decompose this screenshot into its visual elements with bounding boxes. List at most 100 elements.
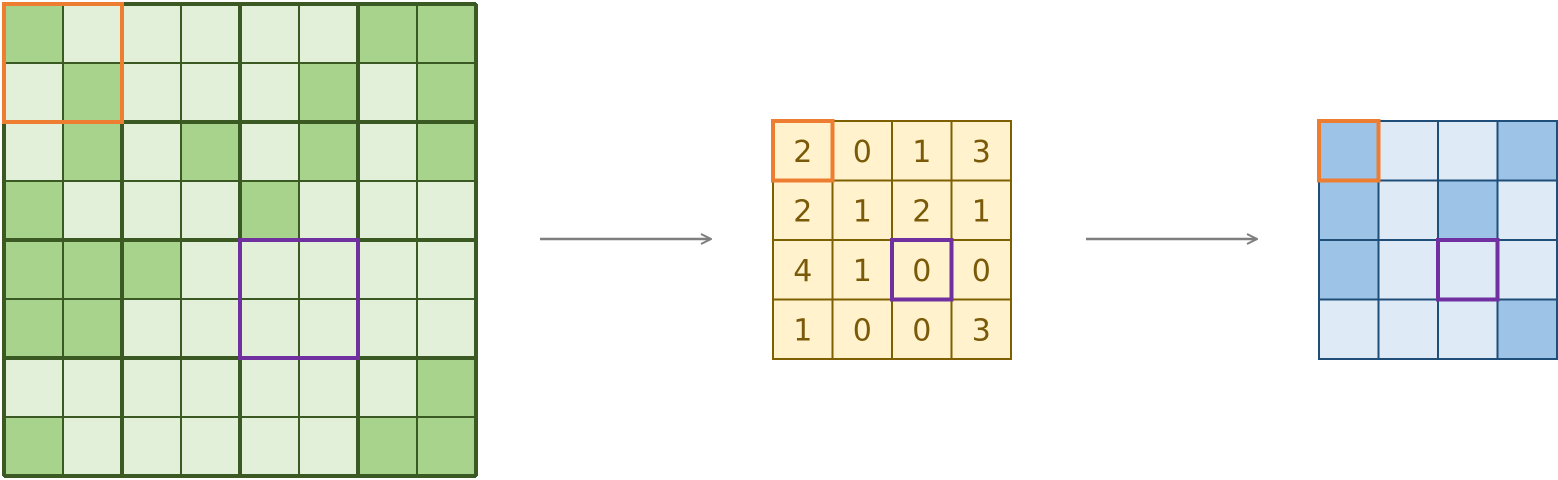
output-cell [1318,239,1380,301]
input-cell [239,298,300,359]
input-cell [180,298,241,359]
input-cell [416,239,477,300]
count-cell [891,179,953,241]
count-value: 1 [793,313,812,348]
count-value: 2 [793,135,812,170]
input-cell [298,239,359,300]
output-grid [1317,119,1558,360]
input-cell [239,62,300,123]
count-cell [950,239,1012,301]
input-cell [357,3,418,64]
input-cell [357,180,418,241]
input-cell [62,357,123,418]
output-cell [1318,120,1380,182]
input-cell [3,121,64,182]
output-cell [1377,298,1439,360]
count-value: 3 [972,313,991,348]
count-value: 1 [912,135,931,170]
input-cell [121,357,182,418]
input-cell [416,357,477,418]
output-cell [1496,179,1558,241]
count-value: 1 [972,194,991,229]
input-cell [62,121,123,182]
count-cell [950,179,1012,241]
output-cell [1377,120,1439,182]
input-cell [3,239,64,300]
input-cell [180,239,241,300]
count-value: 2 [912,194,931,229]
count-value: 0 [853,135,872,170]
input-cell [62,62,123,123]
input-cell [357,416,418,477]
input-cell [180,121,241,182]
output-cell [1377,179,1439,241]
count-cell [772,298,834,360]
input-highlight-orange [2,2,124,124]
count-cell [950,298,1012,360]
count-value: 4 [793,254,812,289]
count-value: 0 [912,254,931,289]
count-value: 0 [912,313,931,348]
input-cell [239,3,300,64]
input-cell [62,416,123,477]
input-cell [180,62,241,123]
input-cell [416,3,477,64]
input-cell [239,357,300,418]
output-cell [1377,239,1439,301]
output-cell [1318,179,1380,241]
input-cell [121,298,182,359]
input-cell [121,416,182,477]
input-cell [180,3,241,64]
input-cell [3,3,64,64]
output-cell [1318,298,1380,360]
output-cell [1437,179,1499,241]
input-cell [180,357,241,418]
output-cell [1437,239,1499,301]
input-cell [298,357,359,418]
input-cell [239,239,300,300]
count-cell [772,239,834,301]
input-cell [62,3,123,64]
input-cell [416,180,477,241]
input-cell [298,121,359,182]
input-cell [357,62,418,123]
input-cell [3,298,64,359]
input-cell [121,239,182,300]
input-cell [3,416,64,477]
input-cell [3,357,64,418]
input-cell [416,121,477,182]
count-value: 3 [972,135,991,170]
input-cell [357,357,418,418]
input-cell [121,62,182,123]
input-cell [180,180,241,241]
input-cell [180,416,241,477]
input-cell [298,180,359,241]
input-cell [62,180,123,241]
output-cell [1437,120,1499,182]
input-cell [3,62,64,123]
count-highlight-purple [890,238,954,302]
input-cell [357,298,418,359]
input-highlight-purple [238,238,360,360]
output-cell [1496,239,1558,301]
count-cell [950,120,1012,182]
input-cell [298,62,359,123]
input-cell [239,180,300,241]
output-highlight-purple [1436,238,1500,302]
input-cell [357,239,418,300]
input-cell [239,121,300,182]
output-highlight-orange [1317,119,1381,183]
count-value: 1 [853,194,872,229]
output-cell [1437,298,1499,360]
input-cell [3,180,64,241]
input-cell [121,121,182,182]
count-value: 1 [853,254,872,289]
input-cell [239,416,300,477]
count-value: 0 [853,313,872,348]
input-cell [62,239,123,300]
input-cell [121,180,182,241]
count-cell [891,120,953,182]
input-cell [121,3,182,64]
